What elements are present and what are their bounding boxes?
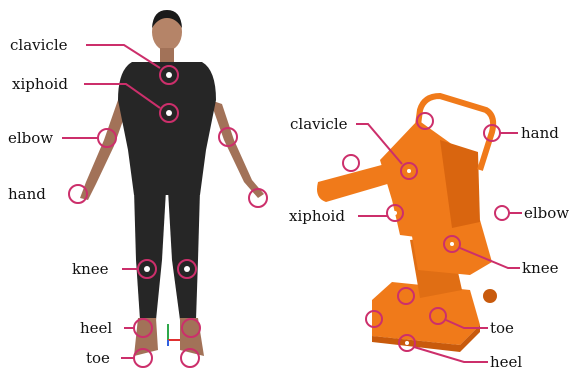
robot-label-hand: hand [521, 124, 559, 142]
human-marker-dot [166, 110, 172, 116]
robot-elbow-marker [495, 206, 509, 220]
robot-left-marker [343, 155, 359, 171]
robot-label-toe: toe [490, 319, 514, 337]
robot-marker-dot [405, 341, 409, 345]
human-left-arm [80, 100, 126, 200]
robot-marker-dot [407, 169, 411, 173]
human-labels: clavicle xiphoid elbow hand knee heel to… [8, 36, 112, 367]
human-left-leg [134, 190, 166, 320]
human-right-arm [210, 100, 264, 198]
robot-label-elbow: elbow [524, 204, 569, 222]
human-label-clavicle: clavicle [10, 36, 68, 54]
human-label-heel: heel [80, 319, 112, 337]
human-label-elbow: elbow [8, 129, 53, 147]
robot-label-knee: knee [522, 259, 559, 277]
human-label-hand: hand [8, 185, 46, 203]
robot-label-clavicle: clavicle [290, 115, 348, 133]
human-marker-dot [144, 266, 150, 272]
human-marker-dot [166, 72, 172, 78]
human-neck [160, 48, 174, 62]
human-torso [118, 62, 216, 195]
human-figure [80, 10, 264, 356]
human-label-knee: knee [72, 260, 109, 278]
robot-marker-dot [393, 211, 397, 215]
human-label-toe: toe [86, 349, 110, 367]
robot-wheel [483, 289, 497, 303]
robot-marker-dot [450, 242, 454, 246]
robot-label-heel: heel [490, 353, 522, 371]
human-right-leg [168, 190, 200, 320]
human-label-xiphoid: xiphoid [12, 75, 68, 93]
human-marker-dot [184, 266, 190, 272]
robot-label-xiphoid: xiphoid [289, 207, 345, 225]
